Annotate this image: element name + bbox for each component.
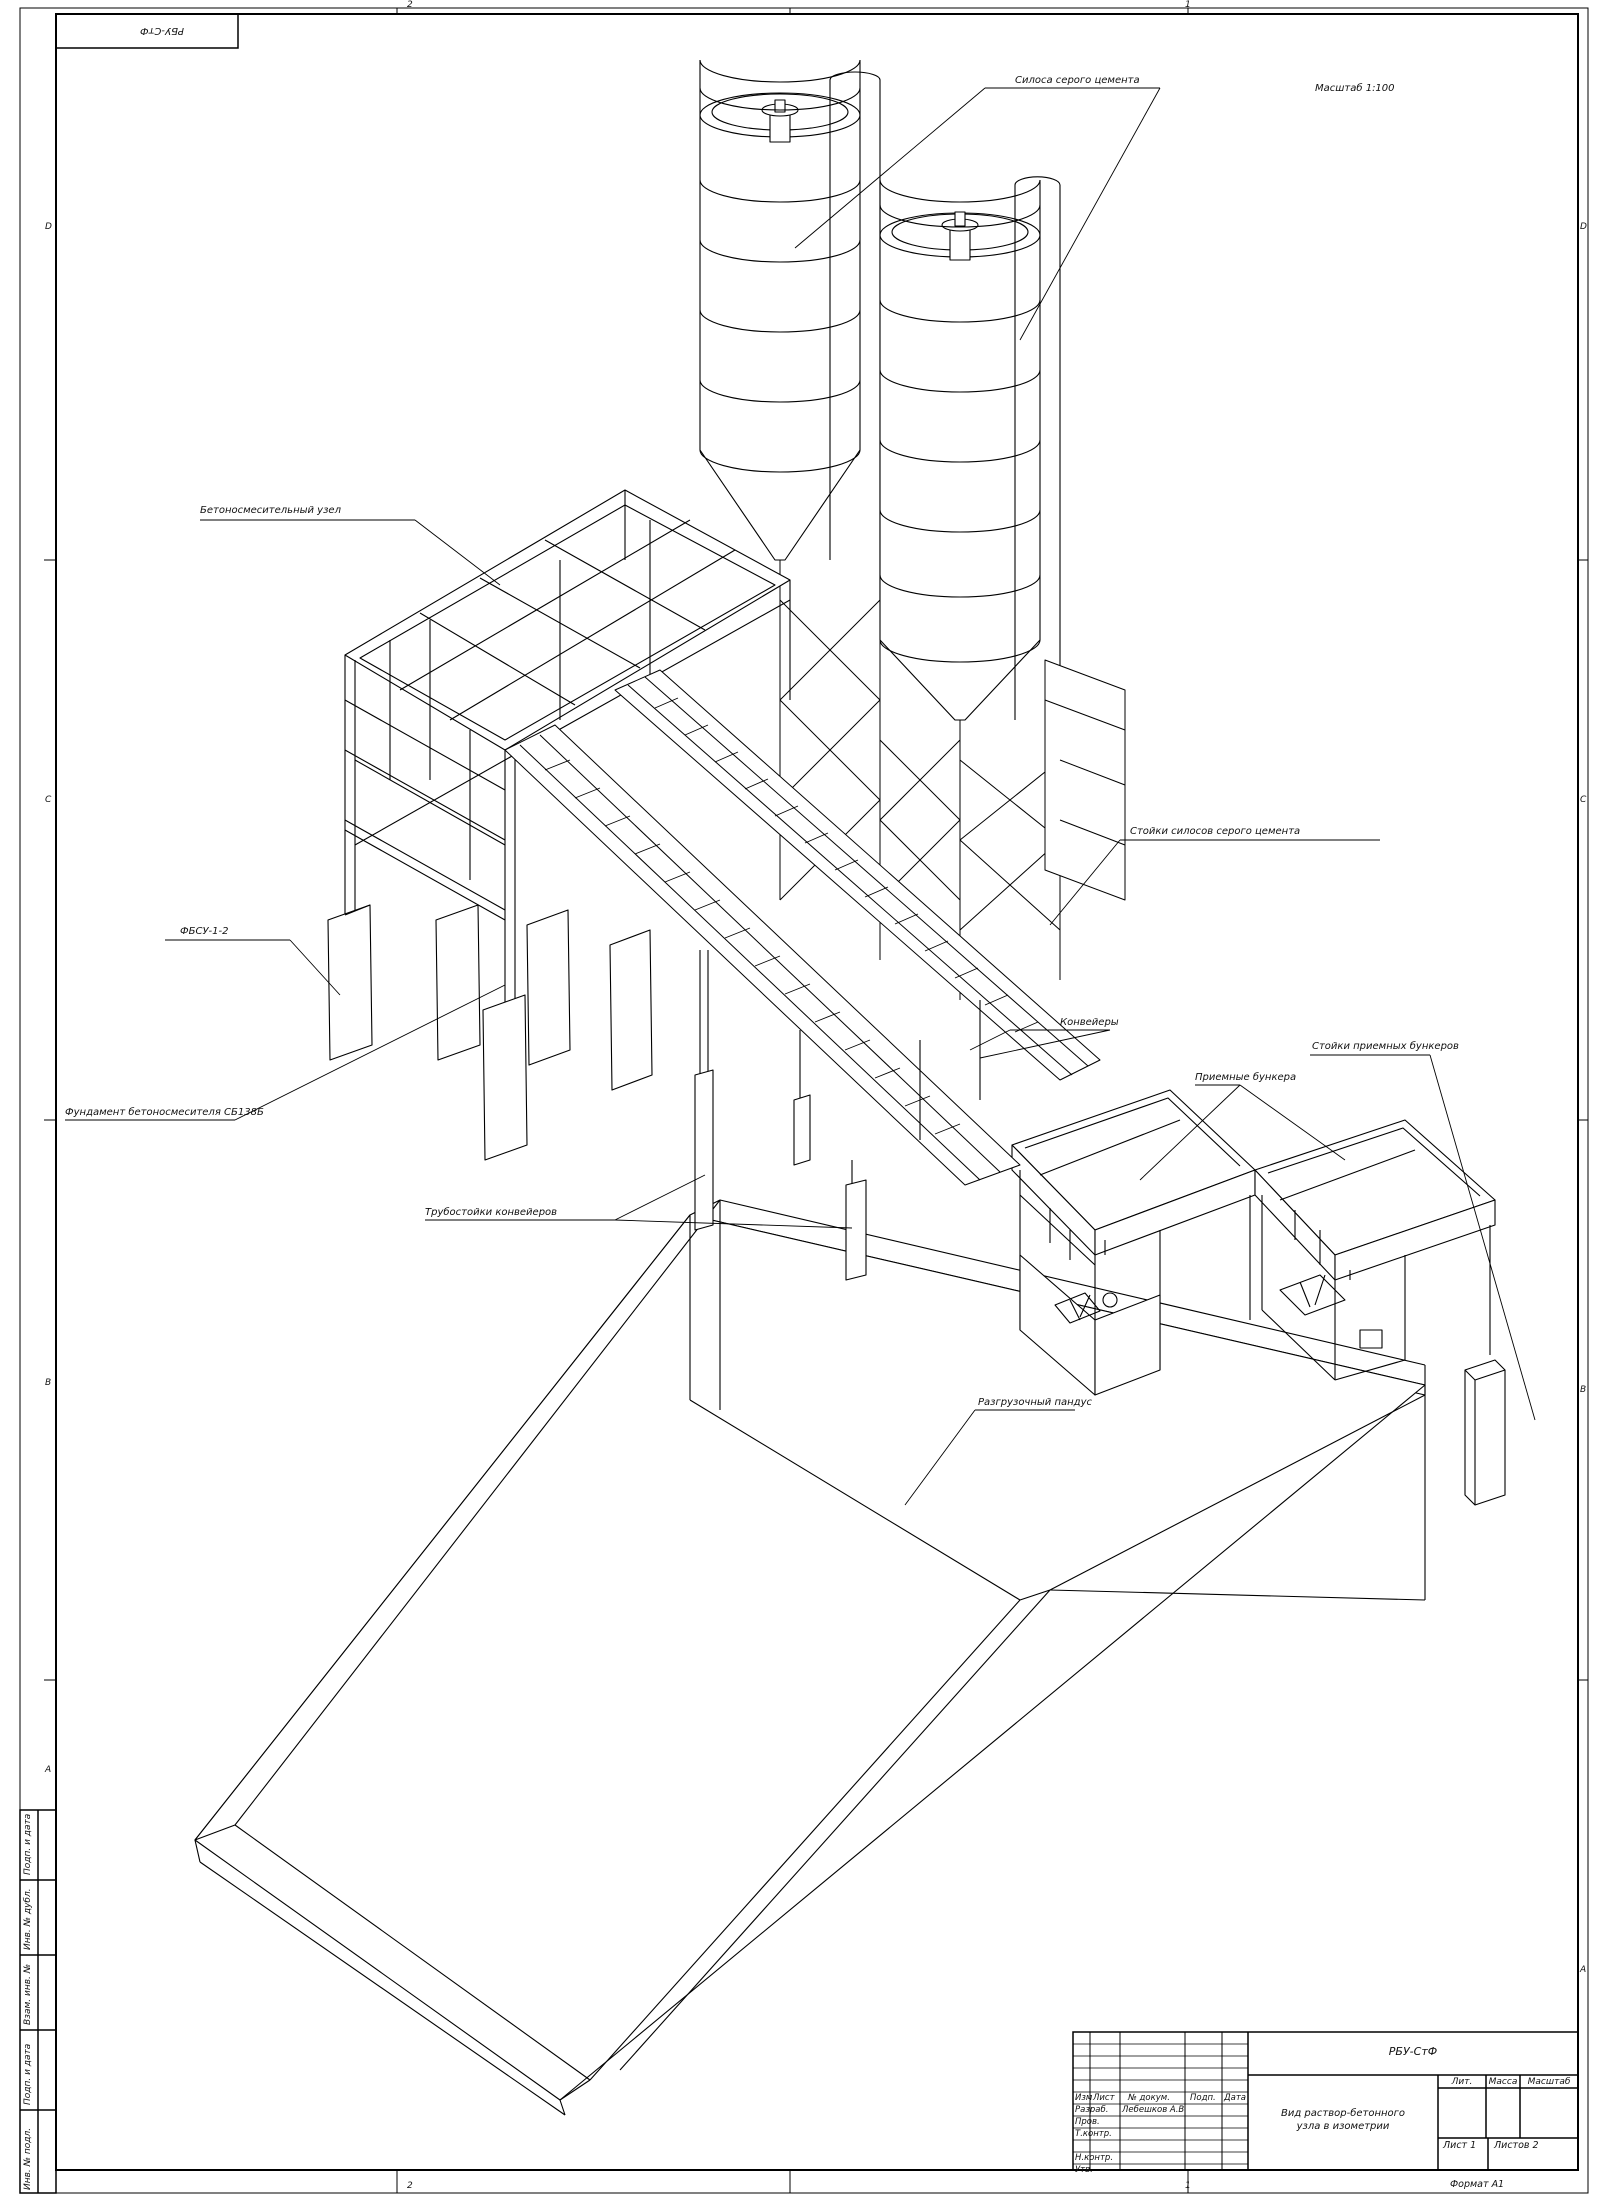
leader-lines: [65, 88, 1535, 1505]
side-strip-label-4: Подп. и дата: [23, 2043, 33, 2105]
drawing-scale: Масштаб 1:100: [1315, 83, 1395, 94]
developer-name: Лебешков А.В: [1122, 2105, 1185, 2115]
callout-mixer-foundation: Фундамент бетоносмесителя СБ138Б: [65, 1107, 264, 1118]
outer-frame: [20, 8, 1588, 2193]
role-checker: Пров.: [1075, 2117, 1100, 2127]
scale-header: Масштаб: [1527, 2077, 1571, 2087]
callout-ramp: Разгрузочный пандус: [978, 1397, 1092, 1408]
grid-label-right-d: D: [1580, 222, 1587, 232]
receiving-bunker-2: [1255, 1120, 1495, 1380]
grid-label-bottom-1: 1: [1185, 2181, 1191, 2191]
callout-mixing-unit: Бетоносмесительный узел: [200, 505, 341, 516]
col-doc: № докум.: [1128, 2093, 1170, 2103]
callout-silos: Силоса серого цемента: [1015, 75, 1140, 86]
role-approved: Утв.: [1075, 2165, 1093, 2175]
callout-fbsu: ФБСУ-1-2: [180, 926, 229, 937]
side-strip: [20, 1810, 56, 2193]
title-drawing-name-2: узла в изометрии: [1296, 2121, 1390, 2132]
conveyor-belts: [505, 670, 1100, 1185]
role-tcontrol: Т.контр.: [1075, 2129, 1112, 2139]
col-date: Дата: [1224, 2093, 1247, 2103]
grid-label-right-c: C: [1580, 795, 1587, 805]
silo-1: [700, 60, 880, 600]
title-drawing-name-1: Вид раствор-бетонного: [1280, 2108, 1406, 2119]
grid-label-right-b: B: [1580, 1385, 1587, 1395]
side-strip-label-3: Взам. инв. №: [23, 1963, 33, 2025]
mass-header: Масса: [1488, 2077, 1518, 2087]
lit-header: Лит.: [1451, 2077, 1473, 2087]
callout-bunker-supports: Стойки приемных бункеров: [1312, 1041, 1459, 1052]
grid-label-left-d: D: [45, 222, 52, 232]
grid-label-left-a: A: [45, 1765, 52, 1775]
unloading-ramp: [195, 1200, 1425, 2115]
callout-conveyor-posts: Трубостойки конвейеров: [425, 1207, 558, 1218]
role-developer: Разраб.: [1075, 2105, 1109, 2115]
foundation-blocks: [328, 905, 652, 1160]
side-strip-label-2: Инв. № дубл.: [23, 1888, 33, 1950]
sheet-number: Лист 1: [1443, 2140, 1477, 2151]
title-designation: РБУ-СтФ: [1388, 2045, 1438, 2058]
col-izm: Изм: [1075, 2093, 1093, 2103]
sheet-format: Формат А1: [1450, 2179, 1505, 2190]
grid-label-top-1: 1: [1185, 0, 1191, 10]
callout-silo-supports: Стойки силосов серого цемента: [1130, 826, 1301, 837]
stamp-box: [56, 14, 238, 48]
grid-label-left-b: B: [45, 1378, 52, 1388]
side-strip-label-5: Инв. № подл.: [23, 2127, 33, 2190]
col-sign: Подп.: [1190, 2093, 1216, 2103]
bunker-support-post: [1465, 1360, 1505, 1505]
title-block-frame: [1073, 2032, 1578, 2170]
callout-bunkers: Приемные бункера: [1195, 1072, 1297, 1083]
stamp-code: РБУ-СтФ: [140, 25, 185, 36]
role-ncontrol: Н.контр.: [1075, 2153, 1114, 2163]
grid-label-right-a: A: [1580, 1965, 1587, 1975]
grid-label-top-2: 2: [407, 0, 413, 10]
sheets-total: Листов 2: [1494, 2140, 1539, 2151]
silo-2: [880, 177, 1060, 720]
side-strip-label-1: Подп. и дата: [23, 1813, 33, 1875]
isometric-view: [65, 60, 1535, 2115]
callout-conveyors: Конвейеры: [1060, 1017, 1119, 1028]
grid-label-left-c: C: [45, 795, 52, 805]
grid-label-bottom-2: 2: [407, 2181, 413, 2191]
receiving-bunker-1: [1012, 1090, 1255, 1395]
col-list: Лист: [1093, 2093, 1115, 2103]
conveyor-posts: [695, 950, 980, 1280]
